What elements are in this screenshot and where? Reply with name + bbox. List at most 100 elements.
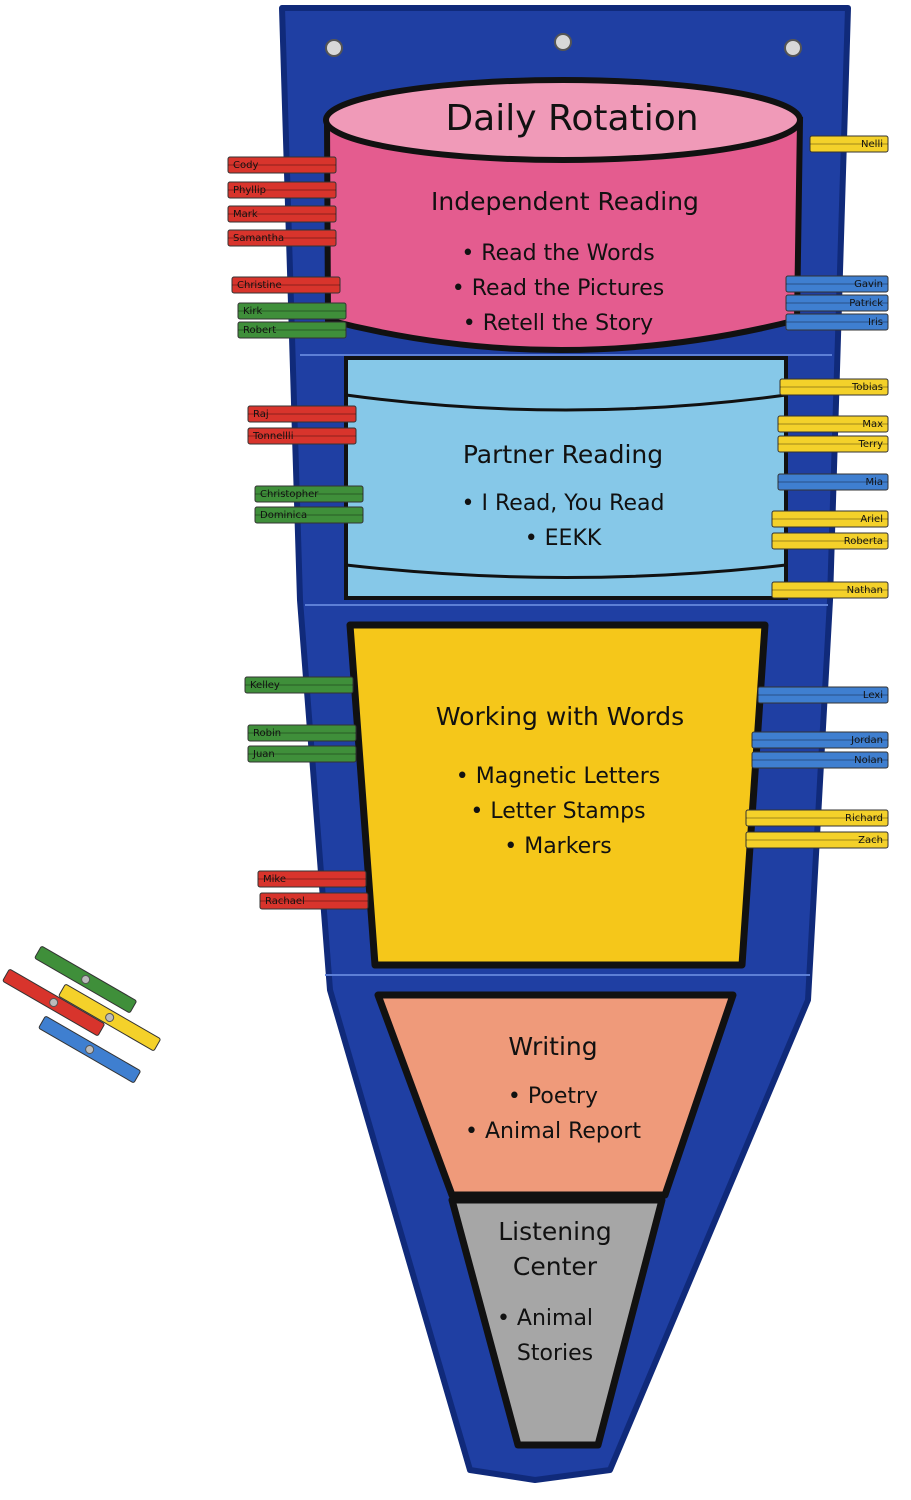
name-clip-max[interactable]: Max (777, 415, 889, 433)
section-bullet: Stories (517, 1341, 593, 1366)
grommet (325, 39, 343, 57)
name-clip-cody[interactable]: Cody (227, 156, 337, 174)
clothespin-spring (105, 1013, 115, 1022)
name-clip-christine[interactable]: Christine (231, 276, 341, 294)
card-body (346, 621, 769, 969)
name-clip-ariel[interactable]: Ariel (771, 510, 889, 528)
name-clip-kelley[interactable]: Kelley (244, 676, 354, 694)
clip-name-label: Mike (263, 874, 286, 885)
name-clip-tobias[interactable]: Tobias (779, 378, 889, 396)
section-bullet: • Read the Pictures (452, 276, 664, 301)
name-clip-mike[interactable]: Mike (257, 870, 367, 888)
clip-body (227, 181, 337, 199)
clip-body (259, 892, 369, 910)
clip-name-label: Christopher (260, 489, 319, 500)
name-clips: CodyPhyllipMarkSamanthaChristineKirkRobe… (227, 135, 889, 910)
name-clip-mia[interactable]: Mia (777, 473, 889, 491)
clip-body (785, 294, 889, 312)
clip-name-label: Max (862, 419, 883, 430)
clip-body (227, 205, 337, 223)
clip-name-label: Lexi (863, 690, 883, 701)
section-bullet: • EEKK (525, 526, 602, 551)
card-body (344, 356, 788, 600)
card-body (323, 117, 804, 353)
name-clip-richard[interactable]: Richard (745, 809, 889, 827)
section-heading: Writing (508, 1032, 597, 1061)
clip-name-label: Dominica (260, 510, 307, 521)
clip-body (771, 581, 889, 599)
clip-body (779, 378, 889, 396)
clip-body (247, 724, 357, 742)
clip-name-label: Terry (857, 439, 883, 450)
section-bullet: • Read the Words (461, 241, 654, 266)
name-clip-tonnellli[interactable]: Tonnellli (247, 427, 357, 445)
name-clip-dominica[interactable]: Dominica (254, 506, 364, 524)
card-curve (345, 563, 787, 579)
loose-clothespin (2, 969, 105, 1036)
section-heading: Working with Words (436, 702, 684, 731)
clip-name-label: Nathan (847, 585, 883, 596)
name-clip-lexi[interactable]: Lexi (757, 686, 889, 704)
clip-name-label: Samantha (233, 233, 284, 244)
section-bullet: • Retell the Story (463, 311, 653, 336)
clip-name-label: Nelli (861, 139, 883, 150)
name-clip-terry[interactable]: Terry (777, 435, 889, 453)
card-curve (345, 393, 787, 412)
clip-body (247, 405, 357, 423)
card-listening-center (448, 1196, 666, 1449)
clip-name-label: Kelley (250, 680, 280, 691)
clip-body (227, 156, 337, 174)
section-bullet: • Markers (504, 834, 611, 859)
clip-name-label: Christine (237, 280, 282, 291)
name-clip-gavin[interactable]: Gavin (785, 275, 889, 293)
name-clip-christopher[interactable]: Christopher (254, 485, 364, 503)
clip-body (777, 415, 889, 433)
clip-body (257, 870, 367, 888)
name-clip-mark[interactable]: Mark (227, 205, 337, 223)
name-clip-samantha[interactable]: Samantha (227, 229, 337, 247)
name-clip-roberta[interactable]: Roberta (771, 532, 889, 550)
clothespin-spring (81, 975, 91, 984)
name-clip-zach[interactable]: Zach (745, 831, 889, 849)
clip-body (247, 427, 357, 445)
clip-body (237, 321, 347, 339)
name-clip-jordan[interactable]: Jordan (751, 731, 889, 749)
card-body (374, 991, 737, 1199)
clip-name-label: Ariel (860, 514, 883, 525)
clip-name-label: Mark (233, 209, 258, 220)
clip-body (244, 676, 354, 694)
clip-body (751, 731, 889, 749)
clip-name-label: Phyllip (233, 185, 266, 196)
clip-body (757, 686, 889, 704)
name-clip-robin[interactable]: Robin (247, 724, 357, 742)
clip-body (809, 135, 889, 153)
name-clip-kirk[interactable]: Kirk (237, 302, 347, 320)
clip-name-label: Rachael (265, 896, 305, 907)
section-heading: Listening (498, 1217, 612, 1246)
clip-name-label: Tonnellli (252, 431, 293, 442)
card-rim (323, 77, 803, 163)
name-clip-nolan[interactable]: Nolan (751, 751, 889, 769)
loose-clothespin (38, 1016, 141, 1083)
clip-body (237, 302, 347, 320)
section-heading: Partner Reading (463, 440, 663, 469)
name-clip-rachael[interactable]: Rachael (259, 892, 369, 910)
grommet (784, 39, 802, 57)
clip-body (745, 831, 889, 849)
clip-name-label: Jordan (850, 735, 883, 746)
card-partner-reading (344, 356, 788, 600)
chart-title: Daily Rotation (445, 98, 698, 139)
clip-name-label: Robert (243, 325, 276, 336)
clip-body (254, 485, 364, 503)
name-clip-iris[interactable]: Iris (785, 313, 889, 331)
name-clip-phyllip[interactable]: Phyllip (227, 181, 337, 199)
name-clip-patrick[interactable]: Patrick (785, 294, 889, 312)
name-clip-nelli[interactable]: Nelli (809, 135, 889, 153)
name-clip-raj[interactable]: Raj (247, 405, 357, 423)
name-clip-robert[interactable]: Robert (237, 321, 347, 339)
name-clip-juan[interactable]: Juan (247, 745, 357, 763)
name-clip-nathan[interactable]: Nathan (771, 581, 889, 599)
clip-body (771, 532, 889, 550)
clip-name-label: Mia (865, 477, 883, 488)
clip-name-label: Tobias (851, 382, 883, 393)
